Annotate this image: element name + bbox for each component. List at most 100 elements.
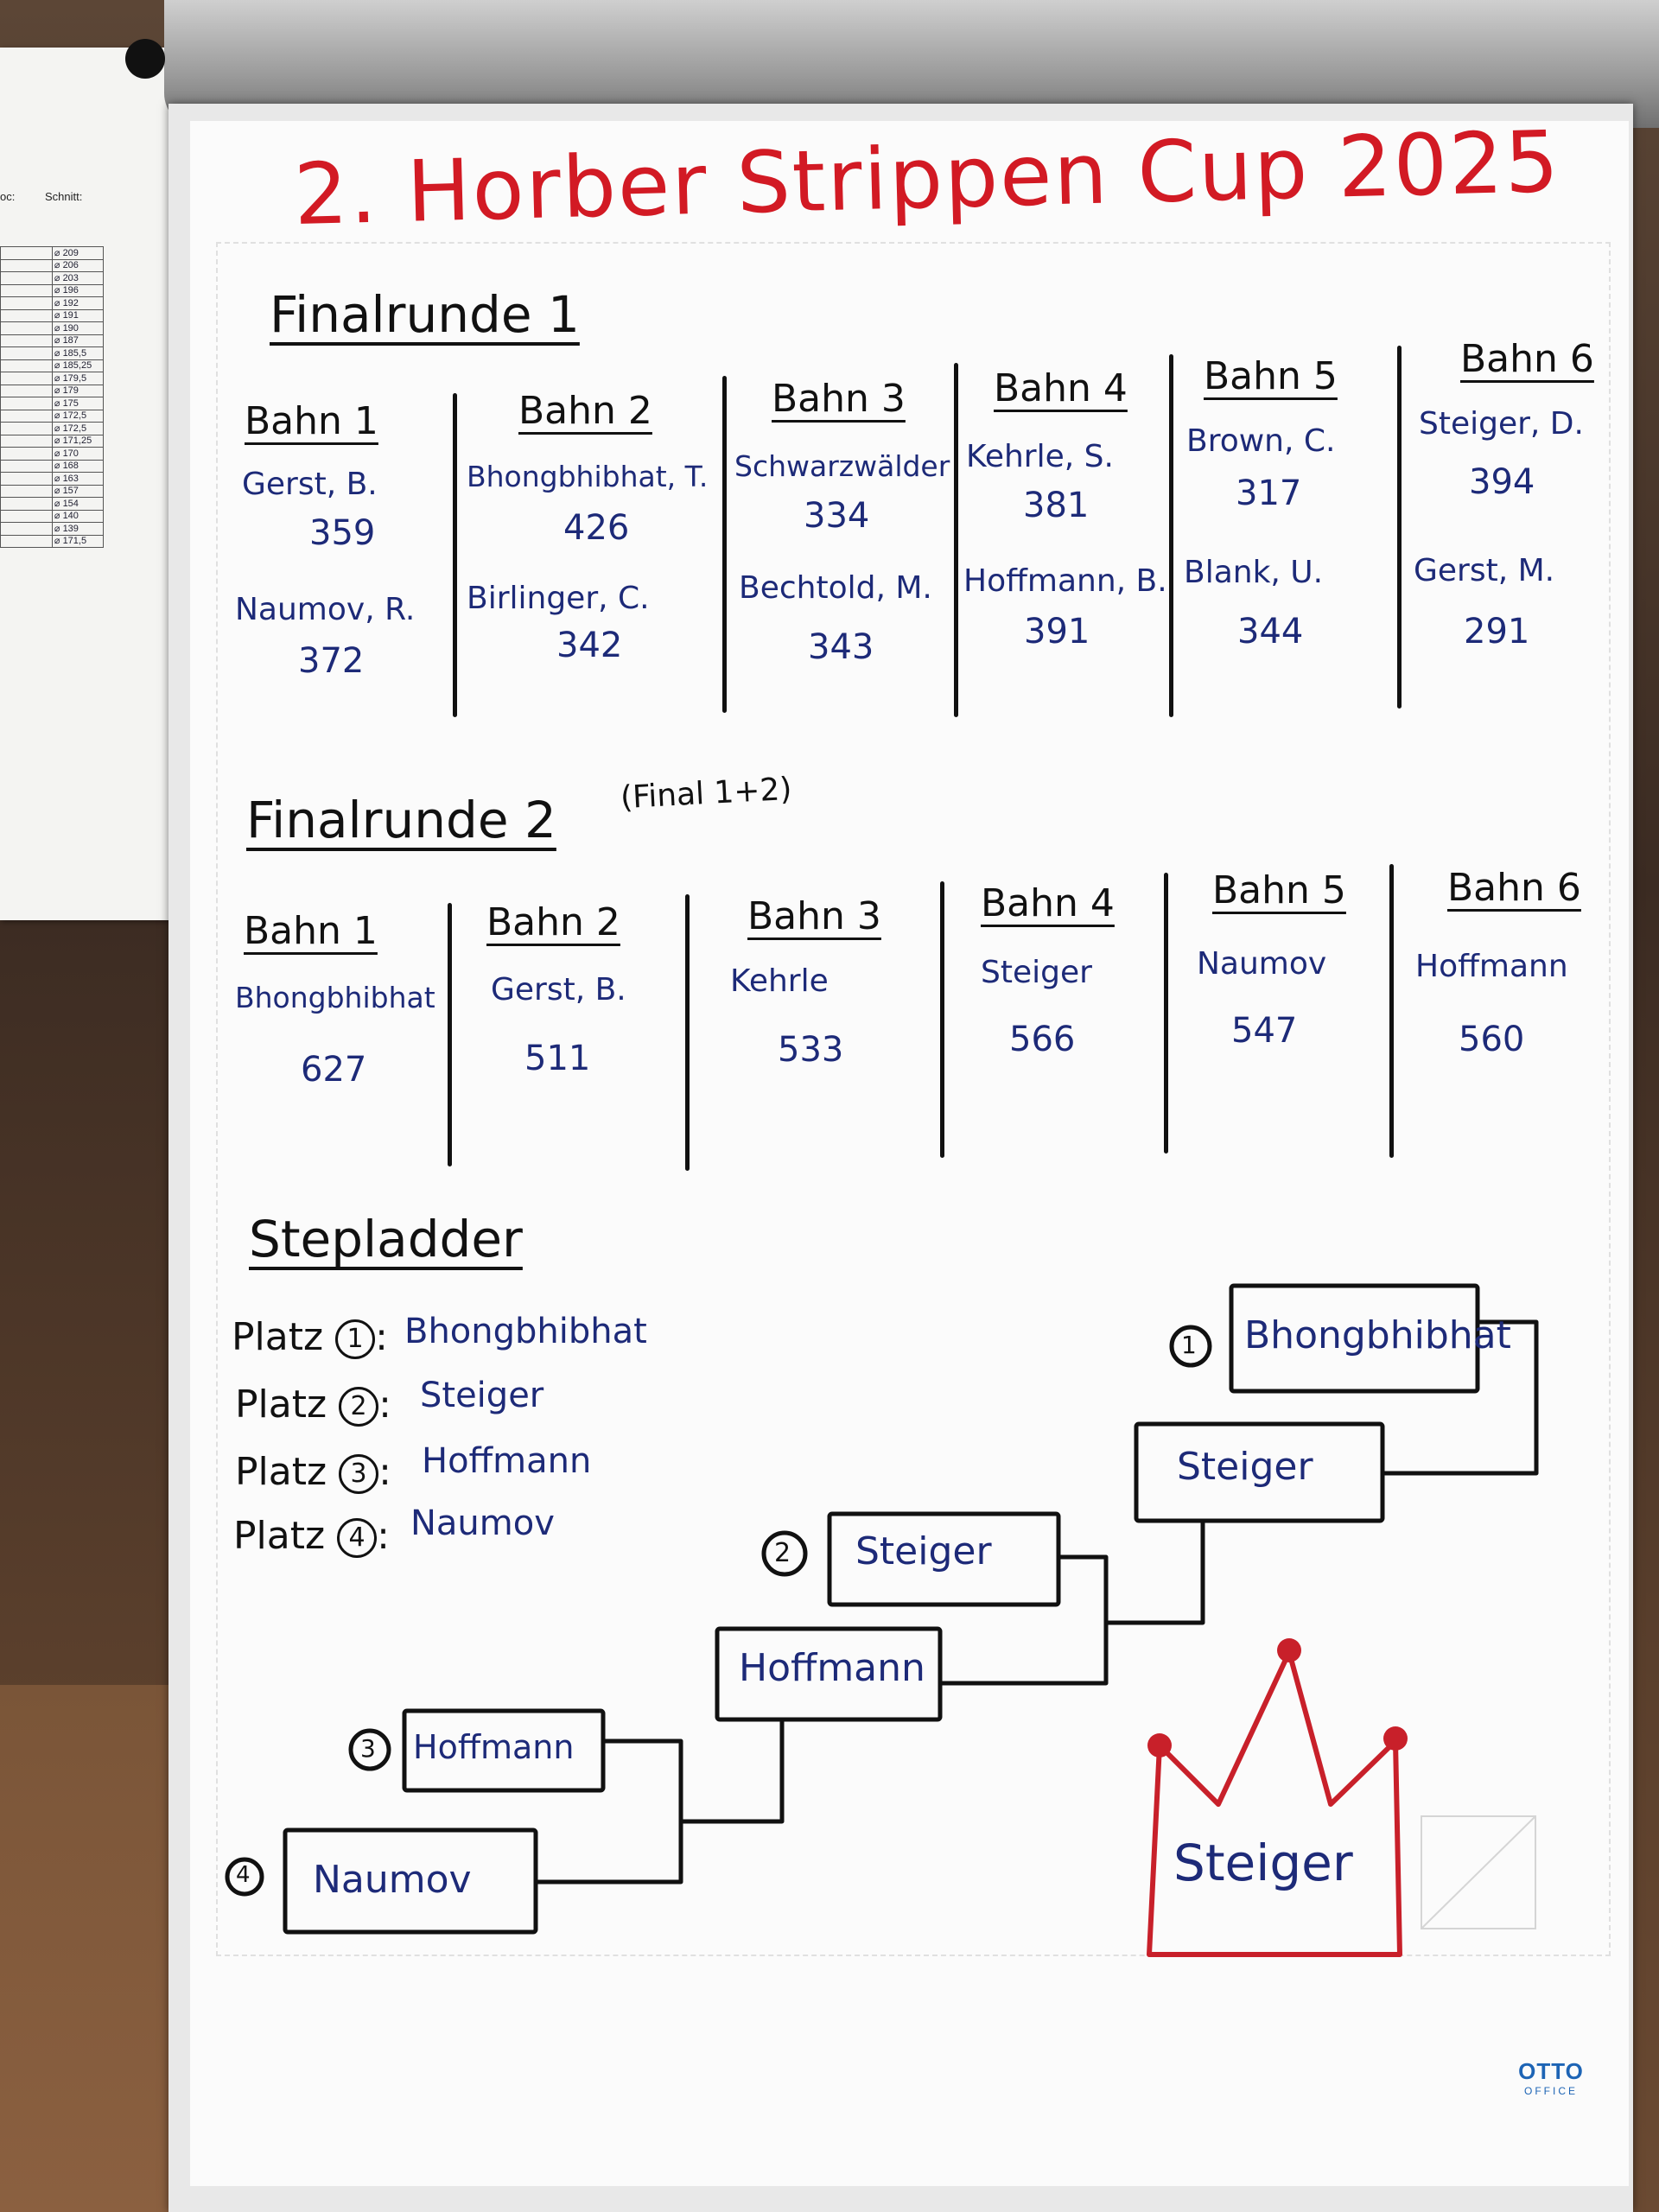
fr2-player-score: 560	[1459, 1020, 1525, 1059]
side-list-row: ⌀ 163	[0, 472, 105, 486]
side-list-row: ⌀ 192	[0, 296, 105, 310]
fr1-lane-label: Bahn 2	[518, 389, 652, 433]
fr2-lane-label: Bahn 4	[981, 881, 1115, 925]
fr1-player-score: 381	[1023, 486, 1090, 525]
flipchart-paper	[190, 121, 1629, 2186]
seed-number-circle	[225, 1857, 264, 1897]
fr2-lane-label: Bahn 2	[486, 900, 620, 944]
bracket-box-seed2	[827, 1511, 1061, 1607]
bracket-line	[1384, 1319, 1539, 1476]
side-list-value: ⌀ 139	[51, 522, 105, 536]
fr1-lane-label: Bahn 3	[772, 377, 906, 421]
fr1-lane-label: Bahn 5	[1204, 354, 1338, 398]
place-row: Platz 3:	[235, 1450, 391, 1494]
fr1-player-name: Schwarzwälder	[734, 449, 950, 483]
side-list-value: ⌀ 154	[51, 497, 105, 511]
lane-divider	[722, 376, 727, 713]
lane-divider	[453, 393, 457, 717]
seed-number-circle	[1169, 1325, 1212, 1368]
side-list-row: ⌀ 171,5	[0, 534, 105, 548]
side-list-row: ⌀ 170	[0, 447, 105, 461]
fr2-player-score: 566	[1009, 1020, 1076, 1059]
fr1-player-score: 343	[808, 627, 874, 667]
bracket-line	[942, 1554, 1109, 1686]
fr1-player-name: Bhongbhibhat, T.	[467, 460, 709, 493]
seed-number: 3	[360, 1734, 376, 1763]
place-number-circle: 3	[339, 1454, 379, 1494]
place-label: Platz	[235, 1382, 327, 1427]
fr1-player-name: Gerst, M.	[1414, 553, 1555, 588]
place-number-circle: 4	[337, 1518, 378, 1558]
fr2-lane-label: Bahn 3	[747, 894, 881, 938]
lane-divider	[1397, 346, 1402, 709]
seed-number-circle	[348, 1728, 391, 1771]
fr1-player-score: 391	[1024, 612, 1090, 652]
otto-office-logo: OTTO OFFICE	[1514, 2058, 1588, 2097]
fr2-player-score: 511	[524, 1039, 591, 1078]
logo-line1: OTTO	[1518, 2058, 1584, 2084]
seed-number: 4	[236, 1862, 251, 1888]
bracket-box-seed3	[402, 1708, 606, 1793]
bracket-box-semi	[715, 1626, 943, 1722]
bracket-line	[1108, 1522, 1205, 1625]
lane-divider	[1169, 354, 1173, 717]
place-name: Naumov	[410, 1503, 555, 1543]
place-label: Platz	[233, 1514, 326, 1558]
side-list-row: ⌀ 157	[0, 484, 105, 498]
fr2-player-name: Naumov	[1197, 946, 1327, 982]
fr2-player-name: Kehrle	[730, 963, 829, 999]
place-name: Steiger	[420, 1376, 544, 1415]
bracket-box-final	[1134, 1421, 1385, 1523]
fr1-player-name: Birlinger, C.	[467, 581, 650, 616]
fr1-player-name: Gerst, B.	[242, 467, 378, 502]
lane-divider	[940, 881, 944, 1158]
paper-dashed-frame	[216, 242, 1611, 1956]
fr1-player-score: 372	[298, 641, 365, 681]
crown-jewels-icon	[1147, 1638, 1408, 1758]
side-header-col0: oc:	[0, 190, 16, 203]
finalrunde1-heading: Finalrunde 1	[270, 285, 580, 344]
fr2-player-score: 547	[1231, 1011, 1298, 1051]
fr2-lane-label: Bahn 1	[244, 909, 378, 953]
side-list-row: ⌀ 190	[0, 321, 105, 335]
place-label: Platz	[232, 1315, 324, 1359]
side-list-row: ⌀ 206	[0, 258, 105, 272]
side-header-col1: Schnitt:	[45, 190, 83, 203]
fr1-player-score: 291	[1464, 612, 1530, 652]
fr1-player-name: Steiger, D.	[1419, 406, 1584, 442]
place-number-circle: 2	[339, 1387, 379, 1427]
fr1-player-score: 426	[563, 508, 630, 548]
bracket-box-seed1	[1229, 1283, 1480, 1394]
easel-clip-icon	[125, 39, 165, 79]
crown-icon	[1147, 1649, 1402, 1957]
lane-divider	[1389, 864, 1394, 1158]
side-list-value: ⌀ 171,5	[51, 534, 105, 548]
bracket-seed3-name: Hoffmann	[413, 1728, 575, 1766]
lane-divider	[685, 894, 690, 1171]
stepladder-heading: Stepladder	[249, 1210, 523, 1268]
finalrunde2-heading: Finalrunde 2	[246, 791, 556, 849]
bracket-seed1-name: Bhongbhibhat	[1244, 1313, 1511, 1357]
fr2-player-name: Steiger	[981, 955, 1092, 990]
bracket-semi-name: Hoffmann	[739, 1646, 925, 1690]
bracket-line	[537, 1738, 683, 1885]
fr1-lane-label: Bahn 4	[994, 366, 1128, 410]
paper-corner-mark-icon	[1421, 1815, 1536, 1929]
lane-divider	[954, 363, 958, 717]
side-list-table: ⌀ 209⌀ 206⌀ 203⌀ 196⌀ 192⌀ 191⌀ 190⌀ 187…	[0, 246, 105, 548]
side-list-row: ⌀ 172,5	[0, 422, 105, 435]
fr1-player-name: Naumov, R.	[235, 592, 416, 627]
logo-line2: OFFICE	[1524, 2085, 1578, 2097]
side-list-row: ⌀ 168	[0, 459, 105, 473]
fr2-player-score: 533	[778, 1030, 844, 1070]
fr1-player-name: Bechtold, M.	[739, 570, 932, 606]
bracket-line	[683, 1721, 785, 1824]
bracket-seed2-name: Steiger	[855, 1529, 992, 1573]
fr1-player-score: 344	[1237, 612, 1304, 652]
fr1-lane-label: Bahn 6	[1460, 337, 1594, 381]
fr2-player-name: Bhongbhibhat	[235, 981, 435, 1014]
place-name: Bhongbhibhat	[404, 1312, 647, 1351]
fr1-player-score: 394	[1469, 462, 1535, 502]
fr1-player-score: 334	[804, 496, 870, 536]
